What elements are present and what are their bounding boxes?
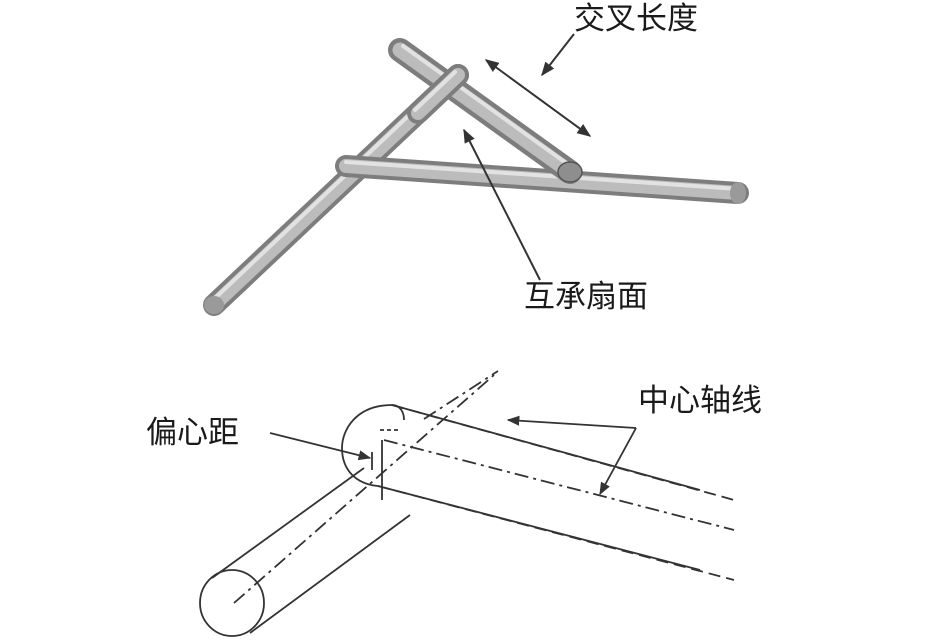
center-axis-label: 中心轴线: [638, 383, 762, 419]
center-axis-leader-2: [599, 427, 637, 496]
eccentric-distance-leader: [269, 432, 372, 461]
bearing-sector-label: 互承扇面: [524, 279, 648, 315]
eccentric-marks: [371, 440, 383, 500]
upper-cylinder: [341, 404, 735, 581]
eccentric-distance-label: 偏心距: [146, 415, 239, 451]
lower-cylinder: [199, 370, 499, 637]
rod-horizontal: [335, 155, 749, 204]
cross-length-arrow: [484, 59, 592, 137]
center-axis-leader-1: [506, 415, 637, 429]
cross-length-label: 交叉长度: [574, 1, 698, 37]
bearing-sector-leader: [463, 128, 541, 281]
reciprocal-rods-3d: [203, 33, 749, 316]
rod-left-top: [407, 64, 469, 124]
eccentric-cylinders: [199, 370, 735, 637]
cross-length-leader: [541, 33, 575, 77]
